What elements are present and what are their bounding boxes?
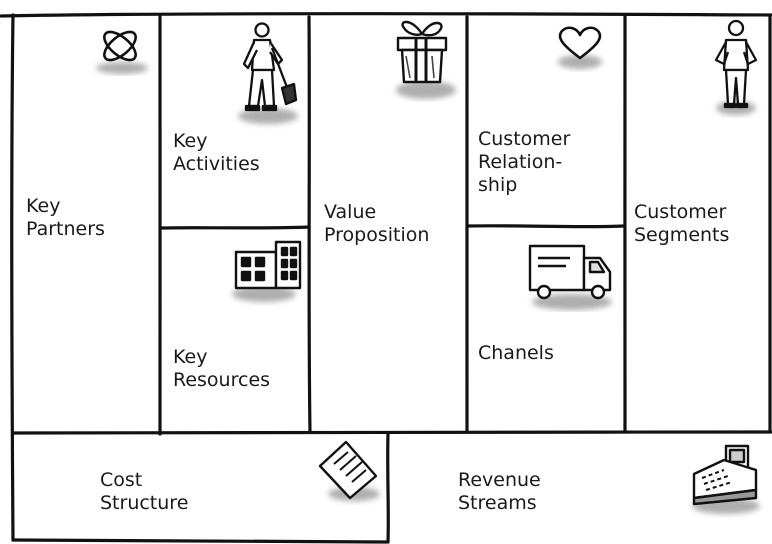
receipt-icon [318,440,380,501]
person-icon [714,19,758,115]
divider-value-relationship [465,15,469,434]
worker-with-shovel-icon [238,22,298,124]
divider-relationship-segments [623,13,627,434]
heart-icon [558,26,602,69]
divider-activities-resources [159,225,311,230]
frame-top-line [0,12,772,18]
delivery-truck-icon [528,244,612,310]
divider-top-bottom [11,430,772,435]
atom-icon [96,30,148,74]
building-icon [232,240,302,302]
channels-label: Chanels [478,342,554,364]
frame-left-line [10,13,15,542]
divider-partners-activities [158,15,162,436]
divider-relationship-channels [466,224,626,229]
frame-bottom-line [11,538,390,544]
cash-register-icon [692,444,760,514]
gift-box-icon [396,20,456,99]
divider-activities-value [307,15,312,434]
divider-cost-revenue [386,432,390,544]
